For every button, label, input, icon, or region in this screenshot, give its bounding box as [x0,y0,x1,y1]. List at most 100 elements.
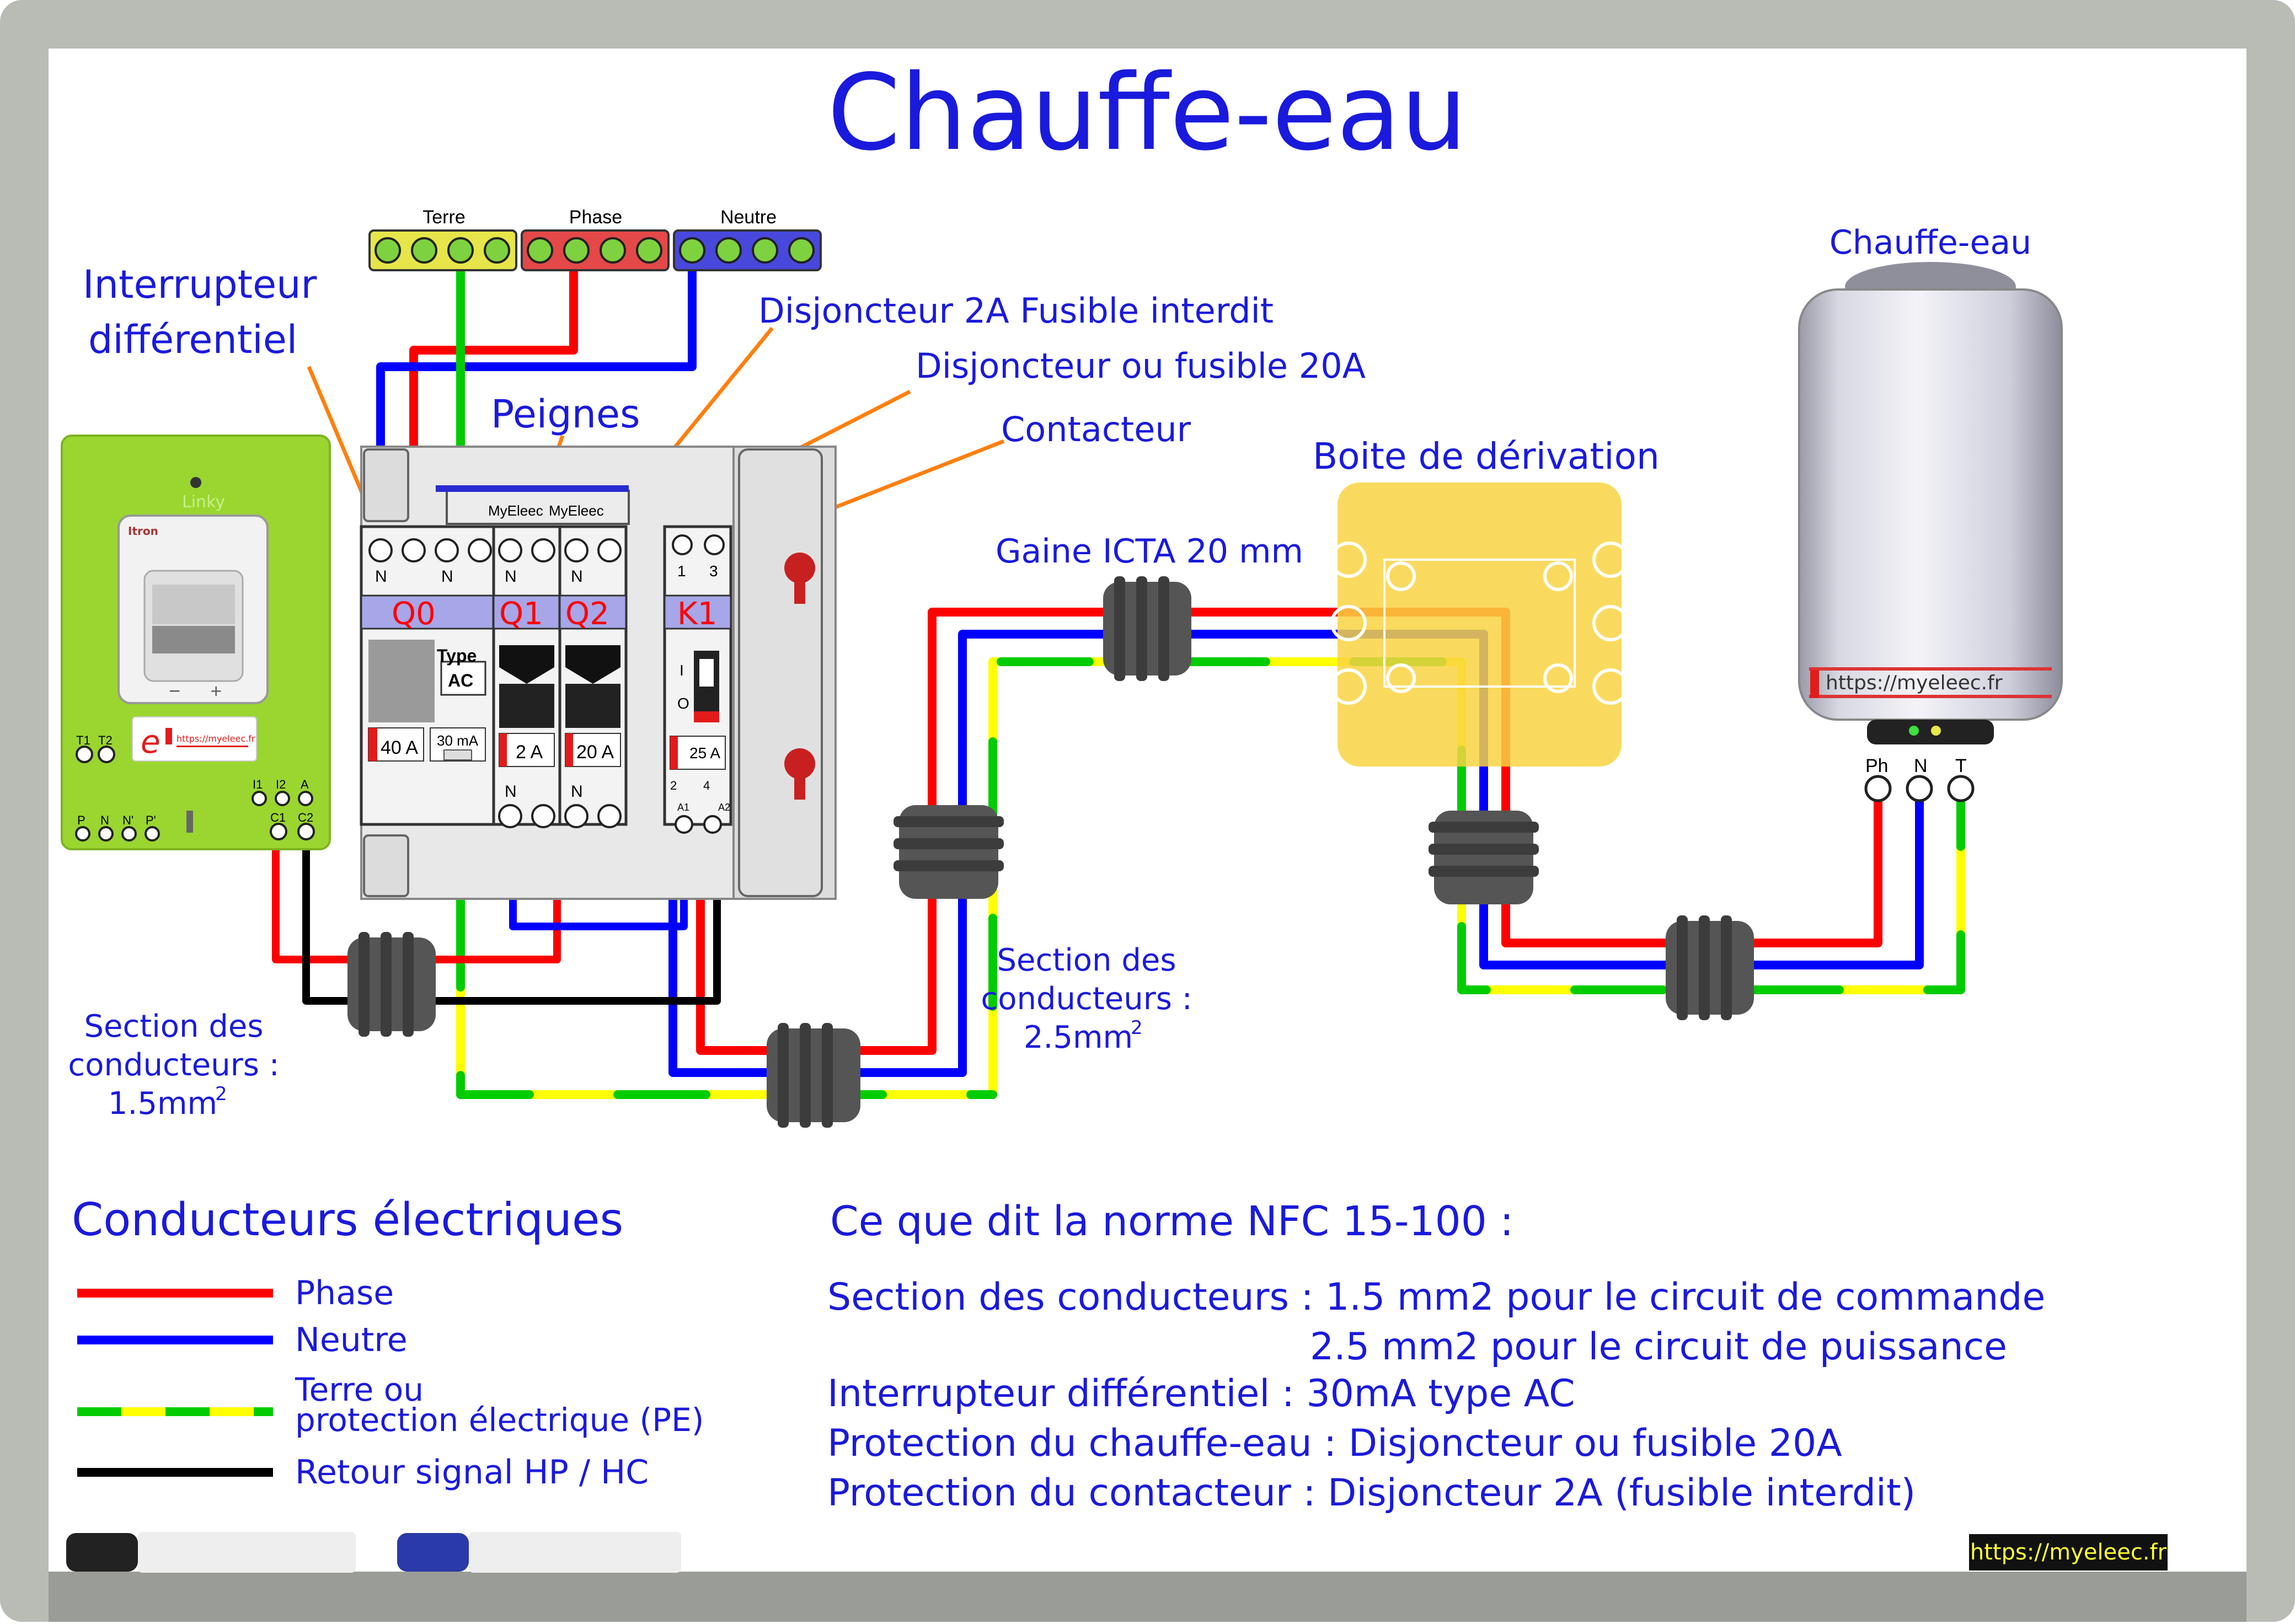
heater-n-label: N [1914,755,1928,776]
section-mid-l2: conducteurs : [981,981,1192,1017]
callout-contacteur: Contacteur [1001,409,1191,449]
legend-phase-label: Phase [295,1274,394,1312]
q0-sensitivity: 30 mA [437,732,479,749]
marker-blue [397,1532,681,1573]
linky-meter: Linky Itron − + e https://myeleec.fr T1 … [61,435,331,850]
q0-n2-label: N [441,567,453,586]
k1-t4: 4 [703,779,710,792]
bus-terre-label: Terre [422,207,465,228]
legend: Conducteurs électriques Phase Neutre Ter… [72,1194,704,1492]
q2-n-bottom: N [571,782,583,801]
legend-title: Conducteurs électriques [72,1194,623,1246]
section-mid-l3: 2.5mm [1024,1020,1133,1055]
linky-i1-label: I1 [253,778,263,791]
section-mid-l1: Section des [997,942,1176,978]
section-left: Section des conducteurs : 1.5mm 2 [68,1009,279,1122]
bus-bar-terre [368,229,517,271]
footer-url-badge [1969,1534,2168,1571]
q1-n-bottom: N [505,782,517,801]
callout-boite: Boite de dérivation [1313,435,1660,478]
section-left-l3: 1.5mm [108,1086,217,1122]
q2-rating: 20 A [576,742,614,763]
page-title: Chauffe-eau [827,52,1467,174]
callout-interrupteur-l1: Interrupteur [83,262,317,307]
k1-o: O [677,695,689,712]
linky-p-label: P [77,813,85,827]
linky-a-label: A [301,778,309,791]
q0-test-button [443,749,472,760]
linky-maker: Itron [128,524,158,538]
conduit-top [1103,576,1191,681]
heater-ph-label: Ph [1865,755,1889,776]
heater-t-label: T [1955,755,1967,776]
legend-signal-label: Retour signal HP / HC [295,1453,649,1492]
conduit-heater [1666,915,1754,1020]
legend-terre-l1: Terre ou [295,1371,424,1408]
norme-block: Ce que dit la norme NFC 15-100 : Section… [827,1198,2045,1515]
bus-bar-neutre [673,229,822,271]
k1-t1: 1 [677,562,686,580]
q1-label: Q1 [499,596,543,632]
legend-terre-l2: protection électrique (PE) [295,1401,704,1439]
norme-line-5: Protection du contacteur : Disjoncteur 2… [827,1471,1916,1515]
marker-black [66,1532,356,1573]
linky-n-label: N [100,813,109,827]
module-q2: N Q2 20 A N [558,525,628,828]
q1-rating: 2 A [516,742,543,763]
svg-text:e: e [141,723,161,760]
k1-a1: A1 [677,802,689,813]
module-q0: N N Q0 Type AC 40 A 30 mA [360,525,495,826]
conduit-right-vertical [1429,811,1539,904]
module-q1: N Q1 2 A N [492,525,561,828]
peigne-label-1: MyEleec [488,502,543,519]
q2-n-label: N [571,567,583,586]
k1-t2: 2 [670,779,677,792]
section-left-l2: conducteurs : [68,1047,279,1083]
conduits [347,576,1754,1128]
k1-i: I [680,662,684,679]
k1-t3: 3 [709,562,718,580]
conduit-vertical [894,805,1004,899]
svg-text:+: + [210,682,222,700]
bus-bars: Terre Phase Neutre [368,207,822,271]
linky-c1-label: C1 [270,811,286,824]
q0-label: Q0 [392,596,436,632]
callout-gaine: Gaine ICTA 20 mm [996,532,1303,571]
linky-brand: Linky [182,492,225,512]
norme-line-2: 2.5 mm2 pour le circuit de puissance [1310,1325,2007,1369]
q0-rating: 40 A [381,737,418,758]
norme-line-3: Interrupteur différentiel : 30mA type AC [827,1372,1575,1416]
linky-url: https://myeleec.fr [176,733,255,744]
linky-c2-label: C2 [298,811,313,824]
heater-url: https://myeleec.fr [1826,672,2003,694]
q1-n-label: N [505,567,517,586]
q0-n-label: N [375,567,387,586]
conduit-left [347,932,436,1037]
electrical-panel: MyEleec MyEleec N N Q0 Type AC 40 A 30 m… [360,446,837,900]
bus-phase-label: Phase [569,207,622,228]
callout-peignes: Peignes [491,392,640,437]
linky-t2-label: T2 [98,733,113,747]
section-left-sup: 2 [215,1083,227,1105]
module-k1: 1 3 K1 I O 25 A 2 4 A1 A2 [663,525,732,834]
peigne-label-2: MyEleec [549,502,604,519]
q2-label: Q2 [565,596,609,632]
bus-neutre-label: Neutre [720,207,777,228]
legend-neutre-label: Neutre [295,1321,408,1359]
linky-np-label: N' [122,813,133,827]
section-left-l1: Section des [84,1009,263,1044]
linky-t1-label: T1 [76,733,90,747]
k1-label: K1 [677,596,717,632]
section-mid-sup: 2 [1131,1017,1143,1039]
k1-rating: 25 A [689,744,720,762]
callout-interrupteur-l2: différentiel [88,317,297,362]
section-mid: Section des conducteurs : 2.5mm 2 [981,942,1192,1055]
norme-line-4: Protection du chauffe-eau : Disjoncteur … [827,1422,1842,1465]
q0-type-l1: Type [437,646,477,666]
norme-line-1: Section des conducteurs : 1.5 mm2 pour l… [827,1275,2045,1319]
callout-chauffe-eau: Chauffe-eau [1829,223,2031,262]
bus-bar-phase [521,229,670,271]
linky-i2-label: I2 [276,778,286,791]
callout-disj-2a: Disjoncteur 2A Fusible interdit [758,291,1274,331]
